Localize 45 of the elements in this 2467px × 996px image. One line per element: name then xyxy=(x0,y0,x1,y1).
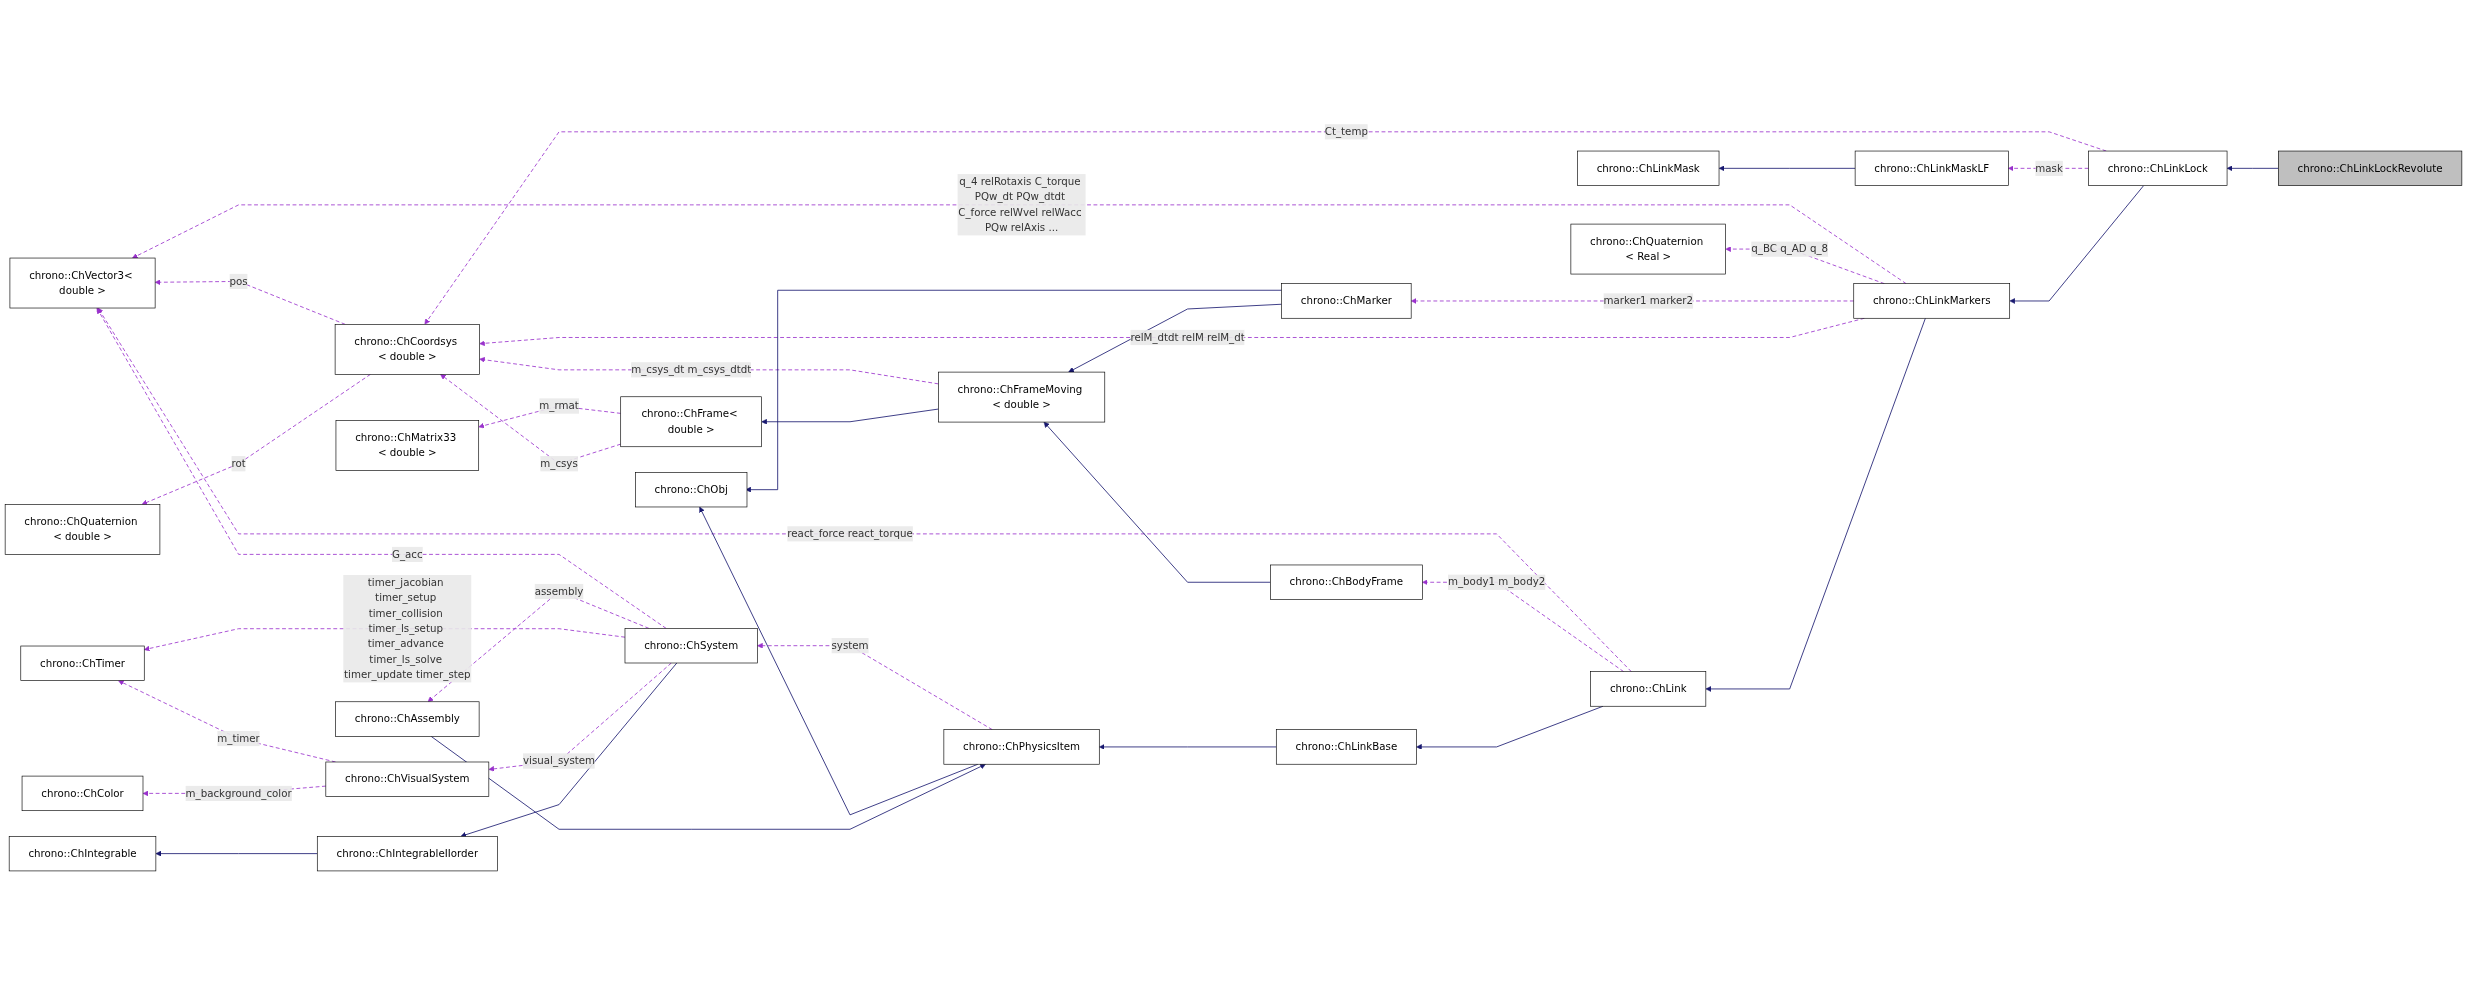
node-box: chrono::ChAssembly xyxy=(335,701,480,738)
edge-label: mask xyxy=(2035,162,2063,175)
edge-label: marker1 marker2 xyxy=(1603,295,1693,308)
node-box: chrono::ChPhysicsItem xyxy=(943,729,1100,766)
node-box: chrono::ChLinkMarkers xyxy=(1853,283,2010,320)
node-box: chrono::ChVisualSystem xyxy=(325,762,490,798)
edge-label: timer_jacobian timer_setup timer_collision timer_ls_setup timer_advance timer_ls_solve timer_update timer_step xyxy=(344,576,471,682)
node-box: chrono::ChIntegrable xyxy=(8,836,157,872)
edge-label: Ct_temp xyxy=(1324,125,1368,139)
node-box: chrono::ChVector3< double > xyxy=(9,258,156,309)
edge-label: m_csys_dt m_csys_dtdt xyxy=(631,363,752,377)
edge-label: m_timer xyxy=(217,732,260,745)
node-box: chrono::ChIntegrableIIorder xyxy=(316,836,498,872)
node-box: chrono::ChLinkMaskLF xyxy=(1854,151,2009,187)
node-box: chrono::ChColor xyxy=(21,776,144,812)
edge-label: visual_system xyxy=(523,755,596,768)
edge-label: m_body1 m_body2 xyxy=(1447,576,1546,589)
edge-label: G_acc xyxy=(392,548,423,561)
edge-label: react_force react_torque xyxy=(787,527,913,541)
edge-label: rot xyxy=(231,457,246,470)
node-box: chrono::ChLinkLockRevolute xyxy=(2278,151,2463,187)
node-box: chrono::ChQuaternion < Real > xyxy=(1570,224,1726,275)
node-box: chrono::ChLinkBase xyxy=(1275,729,1417,766)
node-box: chrono::ChSystem xyxy=(624,628,758,664)
node-box: chrono::ChLinkLock xyxy=(2088,151,2228,187)
edge-label: pos xyxy=(229,275,248,288)
node-box: chrono::ChLinkMask xyxy=(1577,151,1720,187)
edge-label: m_background_color xyxy=(185,787,292,800)
node-box: chrono::ChMarker xyxy=(1281,283,1412,320)
node-box: chrono::ChLink xyxy=(1590,671,1707,708)
edge-label: m_csys xyxy=(540,457,578,470)
node-box: chrono::ChFrameMoving < double > xyxy=(938,372,1106,423)
edge-label: q_4 relRotaxis C_torque PQw_dt PQw_dtdt C_force relWvel relWacc PQw relAxis ... xyxy=(958,175,1082,235)
node-box: chrono::ChObj xyxy=(635,472,748,508)
node-box: chrono::ChCoordsys < double > xyxy=(334,324,480,376)
node-box: chrono::ChTimer xyxy=(20,646,145,682)
edge-label: m_rmat xyxy=(539,400,579,413)
node-box: chrono::ChFrame< double > xyxy=(620,396,762,448)
node-box: chrono::ChBodyFrame xyxy=(1270,565,1423,601)
edge-label: relM_dtdt relM relM_dt xyxy=(1130,331,1245,344)
edge-label: assembly xyxy=(534,585,584,598)
edge-label: system xyxy=(831,639,869,652)
edge-label: q_BC q_AD q_8 xyxy=(1751,243,1829,256)
node-box: chrono::ChMatrix33 < double > xyxy=(335,420,480,472)
node-box: chrono::ChQuaternion < double > xyxy=(4,504,161,556)
